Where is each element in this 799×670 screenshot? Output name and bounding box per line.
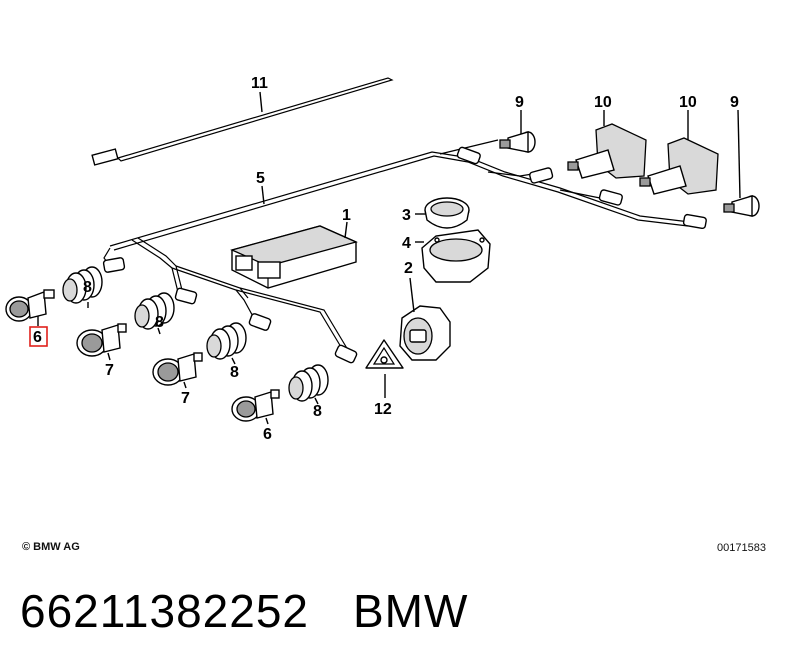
part-caption: 66211382252 BMW: [20, 584, 468, 638]
wiring-harness-part-5: [102, 139, 707, 364]
callout-10-left: 10: [594, 94, 612, 111]
sensor-part-6a: [5, 289, 55, 322]
warning-label-part-12: [365, 339, 404, 369]
housing-part-4: [421, 229, 491, 283]
sensor-ring-part-8c: [206, 322, 247, 360]
callout-5: 5: [256, 170, 265, 187]
callout-9-left: 9: [515, 94, 524, 111]
cable-part-11: [91, 77, 394, 166]
callout-8-third: 8: [230, 364, 239, 381]
bracket-part-10a: [567, 123, 647, 179]
callout-10-right: 10: [679, 94, 697, 111]
sensor-ring-part-8a: [62, 266, 103, 304]
sensor-ring-part-8b: [134, 292, 175, 330]
part-number: 66211382252: [20, 585, 309, 637]
callout-1: 1: [342, 207, 351, 224]
bracket-part-10b: [639, 137, 719, 195]
callout-4: 4: [402, 235, 411, 252]
callout-7-first: 7: [105, 362, 114, 379]
copyright-notice: © BMW AG: [22, 541, 80, 553]
highlight-box: [29, 326, 48, 347]
sensor-part-9a: [499, 131, 536, 153]
callout-7-second: 7: [181, 390, 190, 407]
sensor-ring-part-8d: [288, 364, 329, 402]
brand-name: BMW: [353, 585, 469, 637]
callout-11: 11: [251, 75, 268, 92]
cover-cap-part-3: [424, 197, 470, 229]
callout-2: 2: [404, 260, 413, 277]
sensor-part-7b: [152, 352, 203, 386]
sensor-part-9b: [723, 195, 760, 217]
callout-12: 12: [374, 401, 392, 418]
document-number: 00171583: [717, 542, 766, 554]
callout-6-second: 6: [263, 426, 272, 443]
callout-6-highlighted: 6: [33, 329, 42, 346]
callout-8-fourth: 8: [313, 403, 322, 420]
callout-8-second: 8: [155, 314, 164, 331]
sensor-part-6b: [231, 389, 280, 422]
callout-9-right: 9: [730, 94, 739, 111]
control-unit-part-1: [230, 225, 358, 289]
callout-8-first: 8: [83, 279, 92, 296]
callout-3: 3: [402, 207, 411, 224]
sensor-part-7a: [76, 323, 127, 357]
buzzer-part-2: [399, 305, 451, 361]
